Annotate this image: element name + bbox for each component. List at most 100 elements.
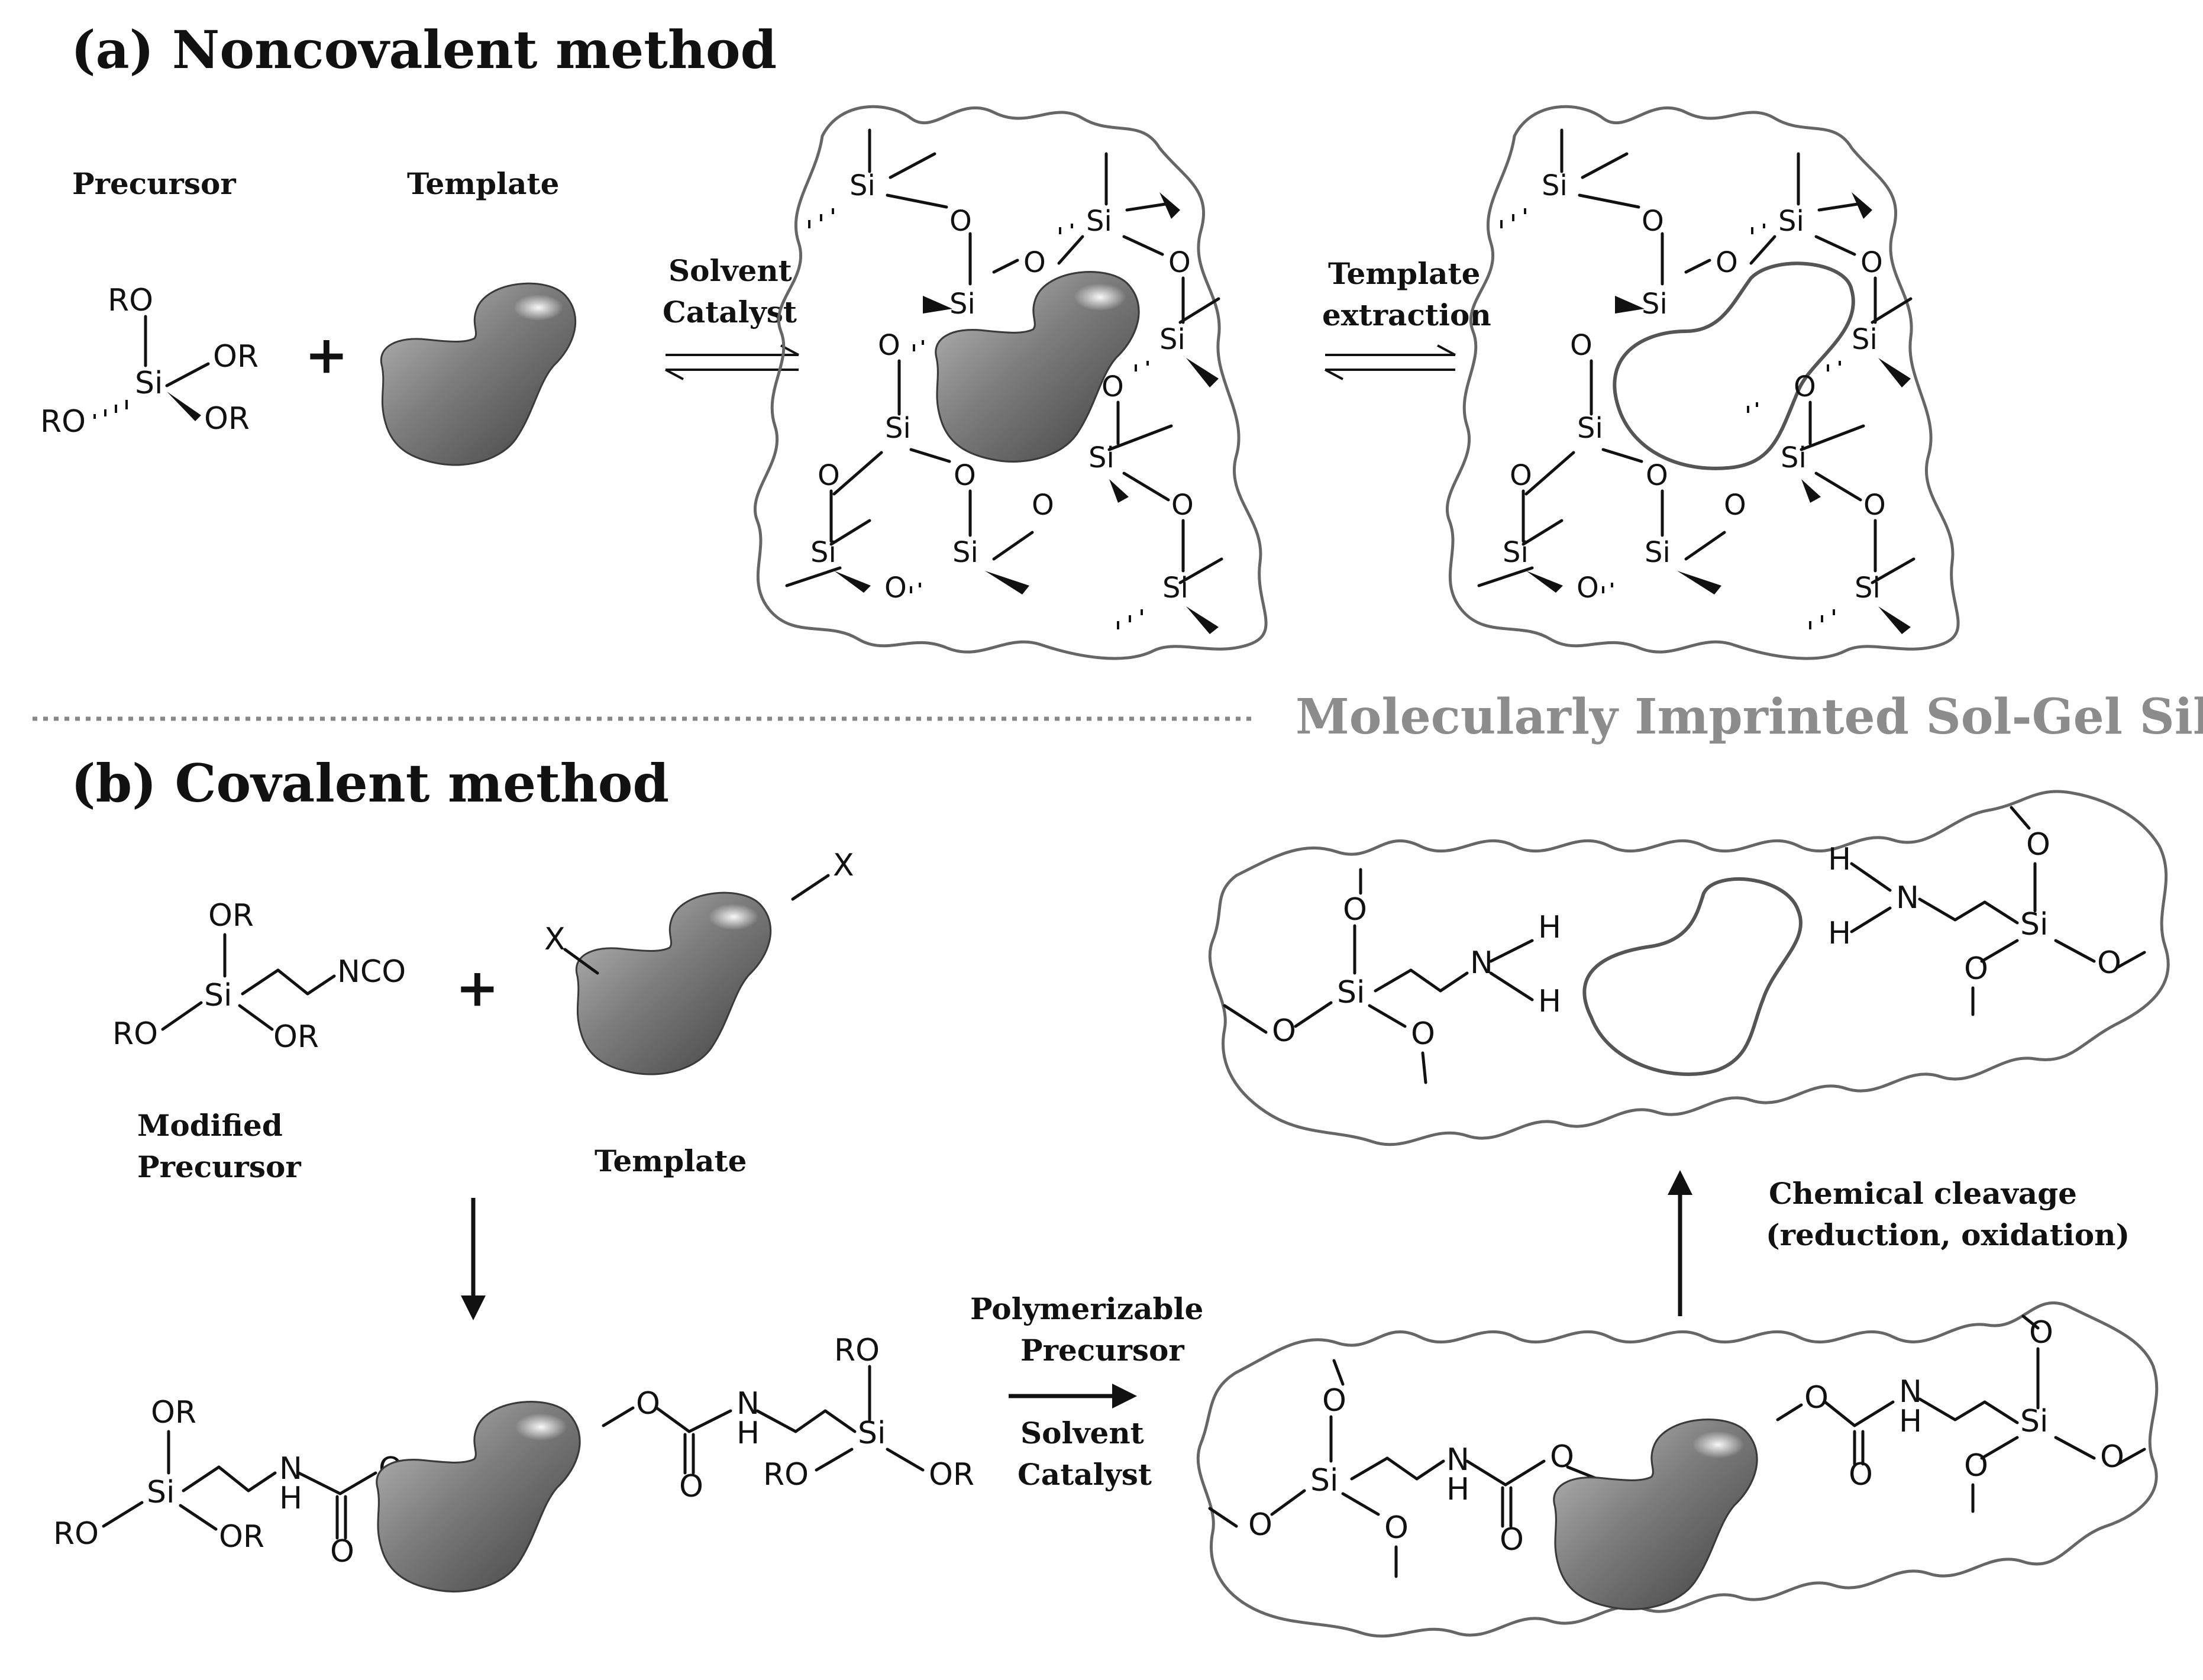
silica-matrix-covalent-template: O Si O O N H O O O N H O O Si O O <box>1196 1301 2159 1638</box>
svg-text:Si: Si <box>1159 323 1186 356</box>
svg-text:O: O <box>1716 246 1738 279</box>
svg-text:N: N <box>1899 1374 1922 1410</box>
svg-text:O: O <box>1804 1380 1829 1416</box>
step-catalyst-label-b: Catalyst <box>1017 1457 1152 1492</box>
imprinted-cavity <box>1613 261 1855 470</box>
svg-text:O: O <box>2029 1315 2053 1351</box>
step-catalyst-label: Catalyst <box>663 295 797 329</box>
imprinted-cavity-b <box>1582 877 1803 1076</box>
svg-text:O: O <box>1794 370 1816 403</box>
svg-text:O: O <box>1642 205 1664 238</box>
svg-text:Si: Si <box>1781 441 1807 474</box>
svg-text:Si: Si <box>1162 571 1188 605</box>
atom-ro-top: RO <box>108 283 153 318</box>
svg-text:O: O <box>1411 1016 1435 1052</box>
svg-text:N: N <box>279 1451 302 1487</box>
svg-text:O: O <box>1171 489 1194 522</box>
svg-text:O: O <box>2100 1439 2124 1475</box>
svg-text:O: O <box>1849 1457 1873 1492</box>
modified-precursor-label-1: Modified <box>137 1108 283 1143</box>
svg-text:O: O <box>1964 1448 1988 1484</box>
svg-text:O: O <box>2026 827 2050 862</box>
svg-text:Si: Si <box>858 1416 886 1451</box>
silica-matrix-imprinted-cavity: Si O Si O O Si Si O O Si Si O O O O Si S… <box>1445 105 1960 660</box>
step-precursor-label: Precursor <box>1020 1333 1184 1368</box>
svg-text:O: O <box>1500 1522 1524 1558</box>
svg-text:O: O <box>679 1469 703 1504</box>
silica-matrix-with-template: Si O Si O O Si Si O O Si Si O O O O Si S… <box>753 105 1268 660</box>
svg-text:Si: Si <box>147 1475 175 1510</box>
svg-text:O: O <box>1343 892 1367 928</box>
step-template-label: Template <box>1328 256 1480 291</box>
svg-text:H: H <box>1828 916 1851 951</box>
svg-text:N: N <box>1896 880 1919 916</box>
svg-text:O: O <box>1646 459 1668 492</box>
svg-text:H: H <box>737 1416 760 1451</box>
step-polymerizable-label: Polymerizable <box>970 1291 1203 1326</box>
silica-matrix-after-cleavage: O Si O O N H H H H N O Si O O <box>1208 790 2170 1146</box>
svg-text:Si: Si <box>1852 323 1878 356</box>
polymerizable-precursor-structure: OR Si RO OR N H O O O N H O RO Si RO OR <box>53 1333 974 1592</box>
svg-text:RO: RO <box>53 1516 99 1552</box>
svg-text:O: O <box>884 571 907 605</box>
svg-text:O: O <box>1272 1013 1296 1049</box>
precursor-structure: RO Si OR RO OR <box>40 283 259 440</box>
svg-text:O: O <box>1384 1510 1409 1546</box>
svg-text:Si: Si <box>1088 441 1115 474</box>
x-substituent-left: X <box>544 922 566 957</box>
modified-precursor-structure: OR Si NCO RO OR <box>112 898 406 1055</box>
svg-text:Si: Si <box>949 287 975 321</box>
step-solvent-label: Solvent <box>668 253 792 288</box>
svg-text:O: O <box>1248 1507 1272 1543</box>
svg-text:O: O <box>949 205 972 238</box>
step-extraction-label: extraction <box>1322 298 1491 332</box>
plus-sign-a: + <box>305 324 348 385</box>
atom-or-bottom: OR <box>204 401 250 437</box>
atom-si: Si <box>135 366 163 401</box>
template-label-b: Template <box>595 1143 747 1178</box>
svg-text:Si: Si <box>204 978 232 1013</box>
svg-text:O: O <box>636 1386 660 1421</box>
template-shape-b <box>575 891 772 1075</box>
svg-text:H: H <box>1446 1472 1469 1507</box>
svg-text:O: O <box>330 1534 354 1569</box>
svg-text:O: O <box>1724 489 1746 522</box>
svg-text:N: N <box>737 1386 760 1421</box>
svg-text:O: O <box>1964 951 1988 987</box>
panel-a-title: (a) Noncovalent method <box>71 19 777 80</box>
svg-text:NCO: NCO <box>337 954 406 990</box>
svg-text:O: O <box>1510 459 1532 492</box>
svg-text:H: H <box>1899 1404 1922 1439</box>
svg-text:O: O <box>1168 246 1191 279</box>
modified-precursor-label-2: Precursor <box>137 1149 301 1184</box>
template-shape-a <box>380 282 577 466</box>
svg-text:O: O <box>1322 1383 1346 1419</box>
plus-sign-b: + <box>456 957 499 1018</box>
svg-text:Si: Si <box>849 169 876 202</box>
step-cleavage-label: Chemical cleavage <box>1769 1176 2077 1211</box>
svg-text:Si: Si <box>2020 1404 2048 1439</box>
atom-ro-left: RO <box>40 404 86 440</box>
svg-text:N: N <box>1470 945 1493 981</box>
svg-text:H: H <box>1828 842 1851 877</box>
svg-text:Si: Si <box>2020 907 2048 942</box>
svg-text:H: H <box>1538 984 1561 1019</box>
svg-text:OR: OR <box>219 1519 264 1555</box>
svg-text:Si: Si <box>1577 412 1603 445</box>
svg-text:RO: RO <box>834 1333 880 1368</box>
svg-text:OR: OR <box>273 1019 319 1055</box>
precursor-label: Precursor <box>72 166 236 201</box>
svg-text:Si: Si <box>1337 975 1365 1010</box>
svg-text:Si: Si <box>1086 205 1112 238</box>
svg-text:N: N <box>1446 1442 1469 1478</box>
panel-b-title: (b) Covalent method <box>71 752 669 814</box>
step-solvent-label-b: Solvent <box>1020 1416 1144 1450</box>
x-substituent-right: X <box>833 848 854 883</box>
svg-text:Si: Si <box>1855 571 1881 605</box>
svg-text:O: O <box>2097 945 2121 981</box>
atom-or-right: OR <box>213 339 259 374</box>
svg-text:O: O <box>954 459 976 492</box>
banner-title: Molecularly Imprinted Sol-Gel Silica <box>1296 689 2203 745</box>
svg-text:RO: RO <box>112 1016 158 1052</box>
